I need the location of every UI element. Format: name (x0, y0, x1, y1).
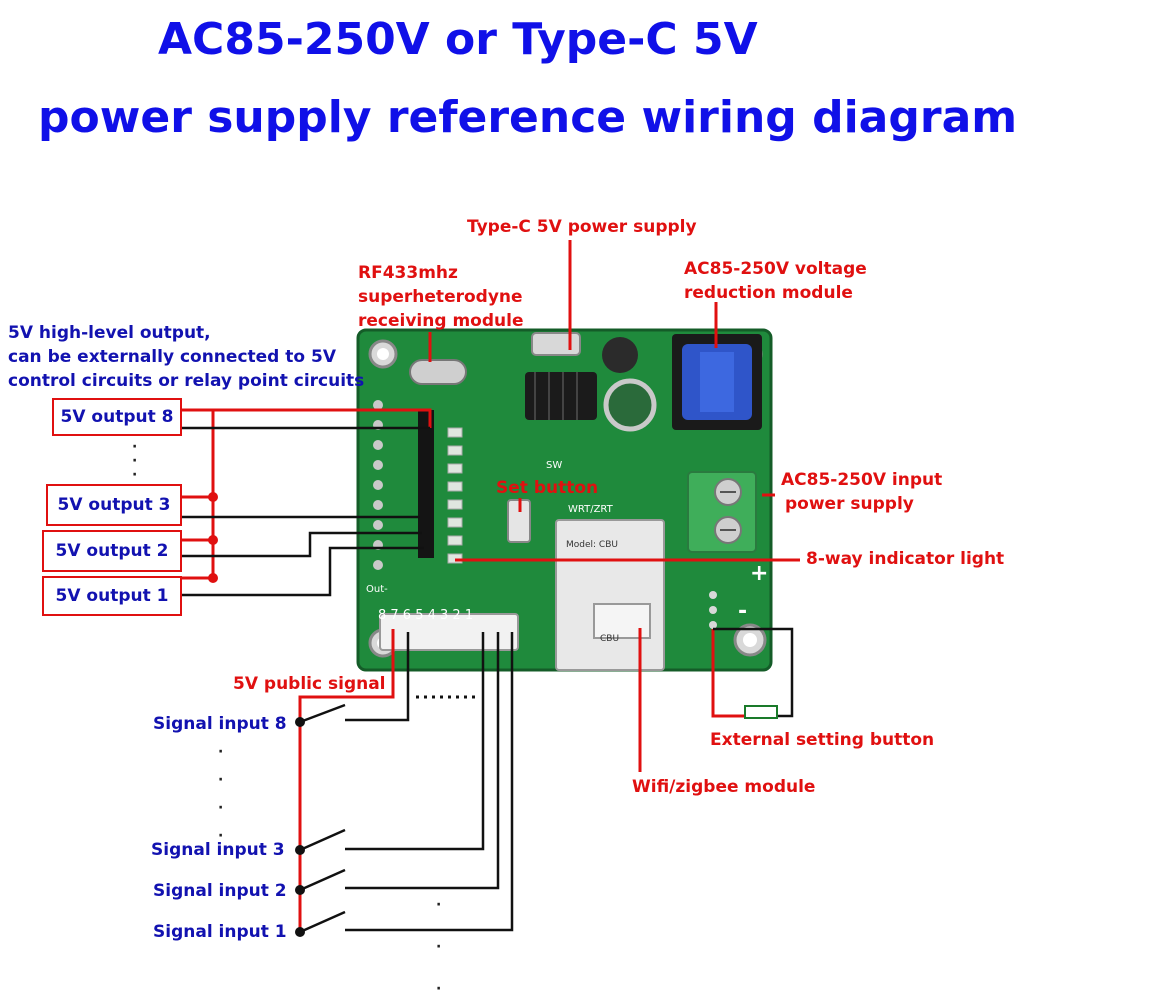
rf433-callout-line2: superheterodyne (358, 287, 523, 307)
out-label: Out- (366, 584, 388, 595)
output-2-box: 5V output 2 (42, 530, 182, 572)
connector-numbers: 8 7 6 5 4 3 2 1 (378, 608, 474, 623)
rf433-callout-line1: RF433mhz (358, 263, 458, 283)
minus-label: - (738, 599, 748, 624)
indicator-callout: 8-way indicator light (806, 549, 1005, 569)
output-note-line3: control circuits or relay point circuits (8, 371, 365, 391)
signal-input-8-label: Signal input 8 (153, 714, 287, 734)
ac-module-callout-line1: AC85-250V voltage (684, 259, 867, 279)
output-ellipsis: ··· (132, 439, 138, 483)
external-button-callout: External setting button (710, 730, 935, 750)
set-button-callout: Set button (496, 478, 599, 498)
wifi-module-callout: Wifi/zigbee module (632, 777, 816, 797)
output-1-label: 5V output 1 (55, 586, 169, 606)
rf433-callout-line3: receiving module (358, 311, 524, 331)
cbu-label: CBU (600, 634, 620, 644)
junction-dots (208, 492, 218, 583)
input-ellipsis: ···· (218, 744, 224, 844)
ac-module-callout-line2: reduction module (684, 283, 853, 303)
model-label: Model: CBU (566, 540, 618, 550)
ac-input-callout-line1: AC85-250V input (781, 470, 943, 490)
wiring-diagram (180, 240, 800, 937)
output-3-label: 5V output 3 (57, 495, 171, 515)
signal-input-1-label: Signal input 1 (153, 922, 287, 942)
output-3-box: 5V output 3 (46, 484, 182, 526)
output-8-label: 5V output 8 (60, 407, 174, 427)
diagram-title-line1: AC85-250V or Type-C 5V (158, 14, 758, 65)
callout-lines (180, 240, 800, 930)
output-8-box: 5V output 8 (52, 398, 182, 436)
ac-input-callout-line2: power supply (785, 494, 914, 514)
signal-wires (180, 426, 794, 934)
wrt-label: WRT/ZRT (568, 504, 613, 515)
public-signal-callout: 5V public signal (233, 674, 386, 694)
output-note-line1: 5V high-level output, (8, 323, 211, 343)
signal-input-2-label: Signal input 2 (153, 881, 287, 901)
plus-label: + (750, 561, 769, 586)
output-1-box: 5V output 1 (42, 576, 182, 616)
sw-label: SW (546, 460, 563, 471)
output-2-label: 5V output 2 (55, 541, 169, 561)
switch-nodes (295, 717, 305, 937)
diagram-title-line2: power supply reference wiring diagram (38, 92, 1018, 143)
external-button-symbol (744, 705, 778, 719)
signal-input-3-label: Signal input 3 (151, 840, 285, 860)
bottom-ellipsis: ··· (436, 897, 442, 997)
output-note-line2: can be externally connected to 5V (8, 347, 336, 367)
type-c-callout: Type-C 5V power supply (467, 217, 697, 237)
